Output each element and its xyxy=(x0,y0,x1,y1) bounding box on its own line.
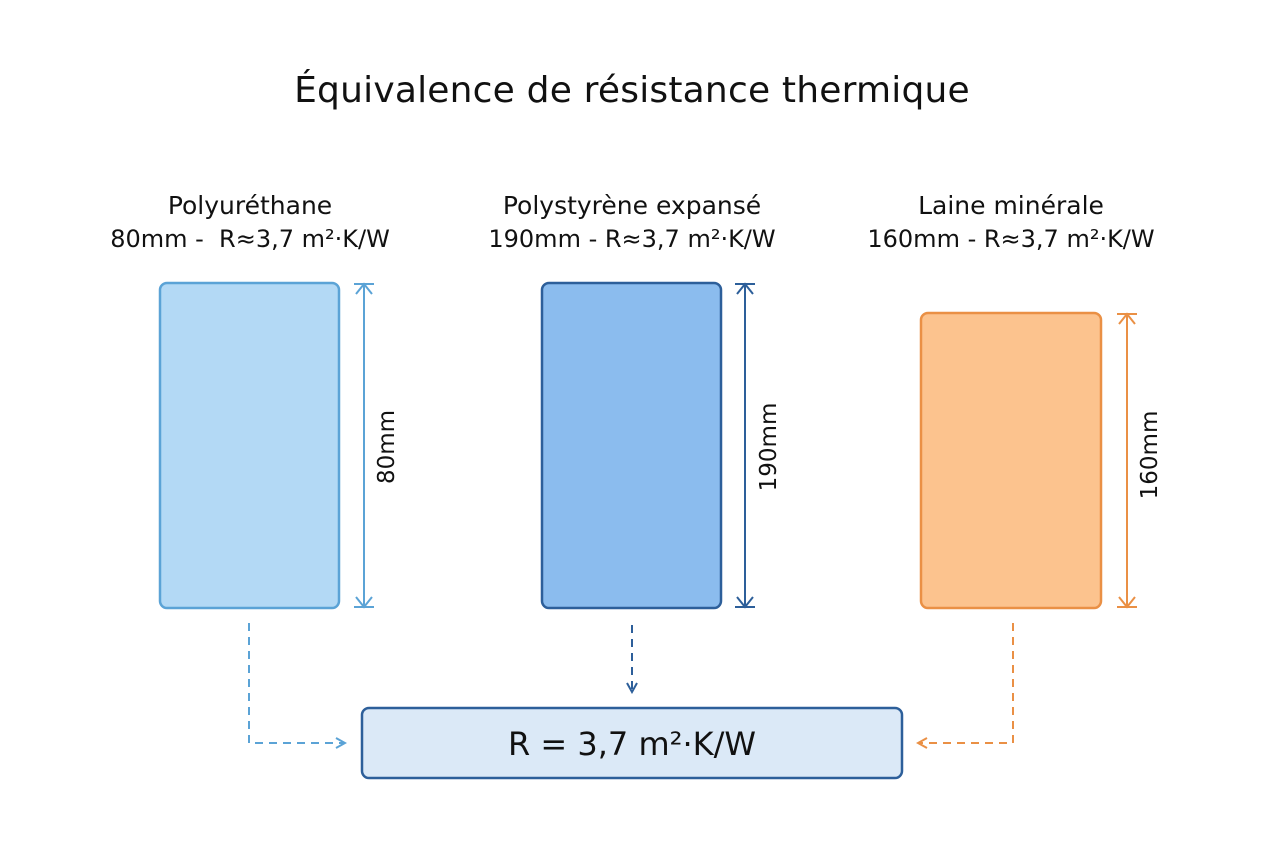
result-box xyxy=(360,706,904,780)
material-label-polyurethane: Polyuréthane 80mm - R≈3,7 m²·K/W xyxy=(40,190,460,256)
insulation-block-polyurethane xyxy=(158,281,341,610)
material-name: Polystyrène expansé xyxy=(502,191,762,220)
material-spec: 160mm - R≈3,7 m²·K/W xyxy=(867,225,1155,253)
material-spec: 80mm - R≈3,7 m²·K/W xyxy=(110,225,390,253)
dimension-line-polyurethane xyxy=(354,282,374,609)
dimension-line-mineral-wool xyxy=(1117,312,1137,609)
connector-arrow-mineral-wool xyxy=(918,623,1014,743)
dimension-label-polyurethane: 80mm xyxy=(374,410,400,484)
result-label: R = 3,7 m²·K/W xyxy=(508,725,756,763)
material-name: Laine minérale xyxy=(918,191,1104,220)
connector-arrow-polyurethane xyxy=(248,623,345,743)
material-spec: 190mm - R≈3,7 m²·K/W xyxy=(488,225,776,253)
dimension-label-polystyrene: 190mm xyxy=(756,403,782,492)
insulation-block-polystyrene xyxy=(540,281,723,610)
insulation-block-mineral-wool xyxy=(919,311,1103,610)
material-name: Polyuréthane xyxy=(167,191,333,220)
dimension-line-polystyrene xyxy=(735,282,755,609)
dimension-label-mineral-wool: 160mm xyxy=(1137,411,1163,500)
diagram-title: Équivalence de résistance thermique xyxy=(294,70,970,111)
material-label-polystyrene: Polystyrène expansé 190mm - R≈3,7 m²·K/W xyxy=(422,190,842,256)
material-label-mineral-wool: Laine minérale 160mm - R≈3,7 m²·K/W xyxy=(801,190,1221,256)
